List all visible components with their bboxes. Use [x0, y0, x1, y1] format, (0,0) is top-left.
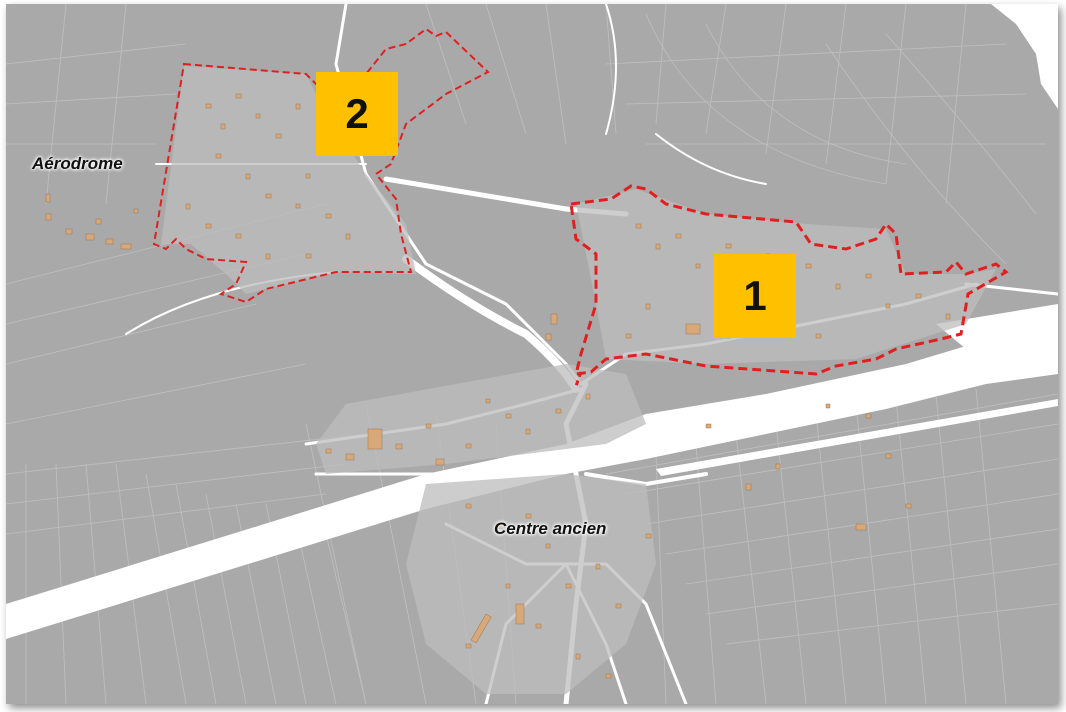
label-aerodrome: Aérodrome [32, 154, 123, 173]
zone-badge-2[interactable]: 2 [316, 72, 398, 156]
zone-2-boundary[interactable] [152, 27, 490, 304]
map-corner [991, 4, 1058, 109]
buildings [45, 93, 951, 679]
river-east-branch [936, 304, 1058, 349]
secondary-channel [656, 399, 1058, 476]
zone-badge-1[interactable]: 1 [714, 254, 796, 338]
zone-1-boundary[interactable] [569, 184, 1009, 376]
boundary-link [574, 371, 583, 387]
label-centre-ancien: Centre ancien [494, 519, 607, 538]
map-frame: 2 1 Aérodrome Centre ancien [6, 4, 1058, 704]
map-canvas [6, 4, 1058, 704]
